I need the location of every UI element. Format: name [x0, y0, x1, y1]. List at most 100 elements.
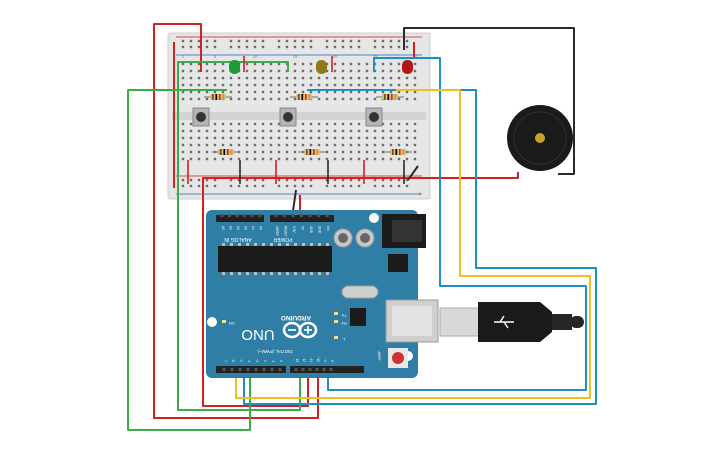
- resistor-5[interactable]: [298, 149, 326, 155]
- power-pin[interactable]: [317, 214, 320, 217]
- terminal-hole: [269, 62, 273, 66]
- terminal-hole: [245, 143, 249, 147]
- arduino-uno[interactable]: ARDUINO UNO POWER ANALOG IN DIGITAL (PWM…: [206, 210, 439, 378]
- row-number: 20: [333, 54, 338, 59]
- digital-pin[interactable]: [308, 368, 312, 371]
- digital-pin[interactable]: [246, 368, 250, 371]
- digital-pin[interactable]: [278, 368, 282, 371]
- digital-pin[interactable]: [294, 368, 298, 371]
- resistor-3[interactable]: [376, 94, 404, 100]
- rail-hole: [357, 184, 361, 188]
- terminal-hole: [309, 143, 313, 147]
- terminal-hole: [413, 62, 417, 66]
- rail-hole: [333, 39, 337, 43]
- terminal-hole: [245, 76, 249, 80]
- terminal-hole: [205, 150, 209, 154]
- analog-pin[interactable]: [258, 214, 261, 217]
- resistor-body: [382, 94, 398, 100]
- power-pin[interactable]: [283, 214, 286, 217]
- analog-pin[interactable]: [228, 214, 231, 217]
- digital-pin[interactable]: [322, 368, 326, 371]
- analog-pin[interactable]: [250, 214, 254, 217]
- terminal-hole: [349, 122, 353, 126]
- terminal-hole: [413, 83, 417, 87]
- terminal-hole: [229, 129, 233, 133]
- wire-red-pin-loop[interactable]: [202, 177, 309, 407]
- wire-red-bottom-rail[interactable]: [205, 172, 519, 179]
- terminal-hole: [277, 150, 281, 154]
- digital-pin[interactable]: [222, 368, 226, 371]
- terminal-hole: [413, 76, 417, 80]
- wire-blue-2[interactable]: [327, 57, 587, 391]
- row-number: 1: [182, 54, 185, 59]
- terminal-hole: [189, 62, 193, 66]
- resistor-2[interactable]: [290, 94, 318, 100]
- terminal-hole: [309, 62, 313, 66]
- terminal-hole: [285, 150, 289, 154]
- button-2[interactable]: [279, 107, 297, 127]
- digital-pin[interactable]: [254, 368, 258, 371]
- analog-pin[interactable]: [235, 214, 239, 217]
- terminal-hole: [405, 143, 409, 147]
- terminal-hole: [349, 157, 353, 161]
- analog-pin[interactable]: [220, 214, 224, 217]
- digital-pin[interactable]: [329, 368, 333, 371]
- rail-hole: [381, 45, 385, 49]
- resistor-4[interactable]: [212, 149, 240, 155]
- rail-hole: [229, 39, 233, 43]
- resistor-1[interactable]: [204, 94, 232, 100]
- green-led[interactable]: [229, 60, 240, 74]
- power-pin[interactable]: [325, 214, 329, 217]
- digital-pin-label: ~10: [316, 357, 320, 363]
- terminal-hole: [221, 62, 225, 66]
- digital-pin[interactable]: [262, 368, 266, 371]
- digital-pin[interactable]: [230, 368, 234, 371]
- resistor-band: [399, 149, 401, 155]
- terminal-hole: [397, 122, 401, 126]
- atmega-chip: [218, 246, 332, 272]
- wire-green-inner[interactable]: [177, 61, 301, 411]
- rail-hole: [309, 39, 313, 43]
- wire-green-outer[interactable]: [127, 89, 251, 431]
- terminal-hole: [245, 62, 249, 66]
- usb-plug-body: [478, 302, 552, 342]
- wire-black-buzzer[interactable]: [403, 27, 575, 175]
- terminal-hole: [261, 76, 265, 80]
- button-3[interactable]: [365, 107, 383, 127]
- yellow-led[interactable]: [316, 60, 327, 74]
- rail-hole: [205, 45, 209, 49]
- leds: [229, 60, 413, 74]
- digital-pin[interactable]: [301, 368, 305, 371]
- resistor-6[interactable]: [384, 149, 412, 155]
- digital-pin[interactable]: [270, 368, 274, 371]
- piezo-buzzer[interactable]: [507, 105, 573, 171]
- rail-hole: [245, 39, 249, 43]
- wire-red-top-left[interactable]: [153, 23, 319, 419]
- digital-label: DIGITAL (PWM~): [257, 349, 292, 354]
- wire-blue-1[interactable]: [243, 89, 597, 405]
- usb-icon-branch-2: [503, 321, 509, 329]
- terminal-hole: [301, 76, 305, 80]
- terminal-hole: [189, 69, 193, 73]
- power-pin[interactable]: [274, 214, 278, 217]
- wire-yellow[interactable]: [235, 89, 591, 399]
- reset-button[interactable]: [392, 352, 404, 364]
- power-pin[interactable]: [291, 214, 295, 217]
- button-1[interactable]: [192, 107, 210, 127]
- usb-cable[interactable]: [439, 302, 584, 342]
- breadboard-ground-jumpers: [239, 160, 405, 184]
- power-pin[interactable]: [308, 214, 312, 217]
- rail-hole: [277, 178, 281, 182]
- terminal-hole: [205, 97, 209, 101]
- analog-pin[interactable]: [243, 214, 246, 217]
- resistor-band: [227, 149, 229, 155]
- digital-pin[interactable]: [238, 368, 242, 371]
- terminal-hole: [405, 136, 409, 140]
- digital-pin[interactable]: [315, 368, 319, 371]
- rail-hole: [301, 178, 305, 182]
- red-led[interactable]: [402, 60, 413, 74]
- power-pin[interactable]: [300, 214, 303, 217]
- terminal-hole: [269, 76, 273, 80]
- wire-black-short[interactable]: [407, 165, 419, 181]
